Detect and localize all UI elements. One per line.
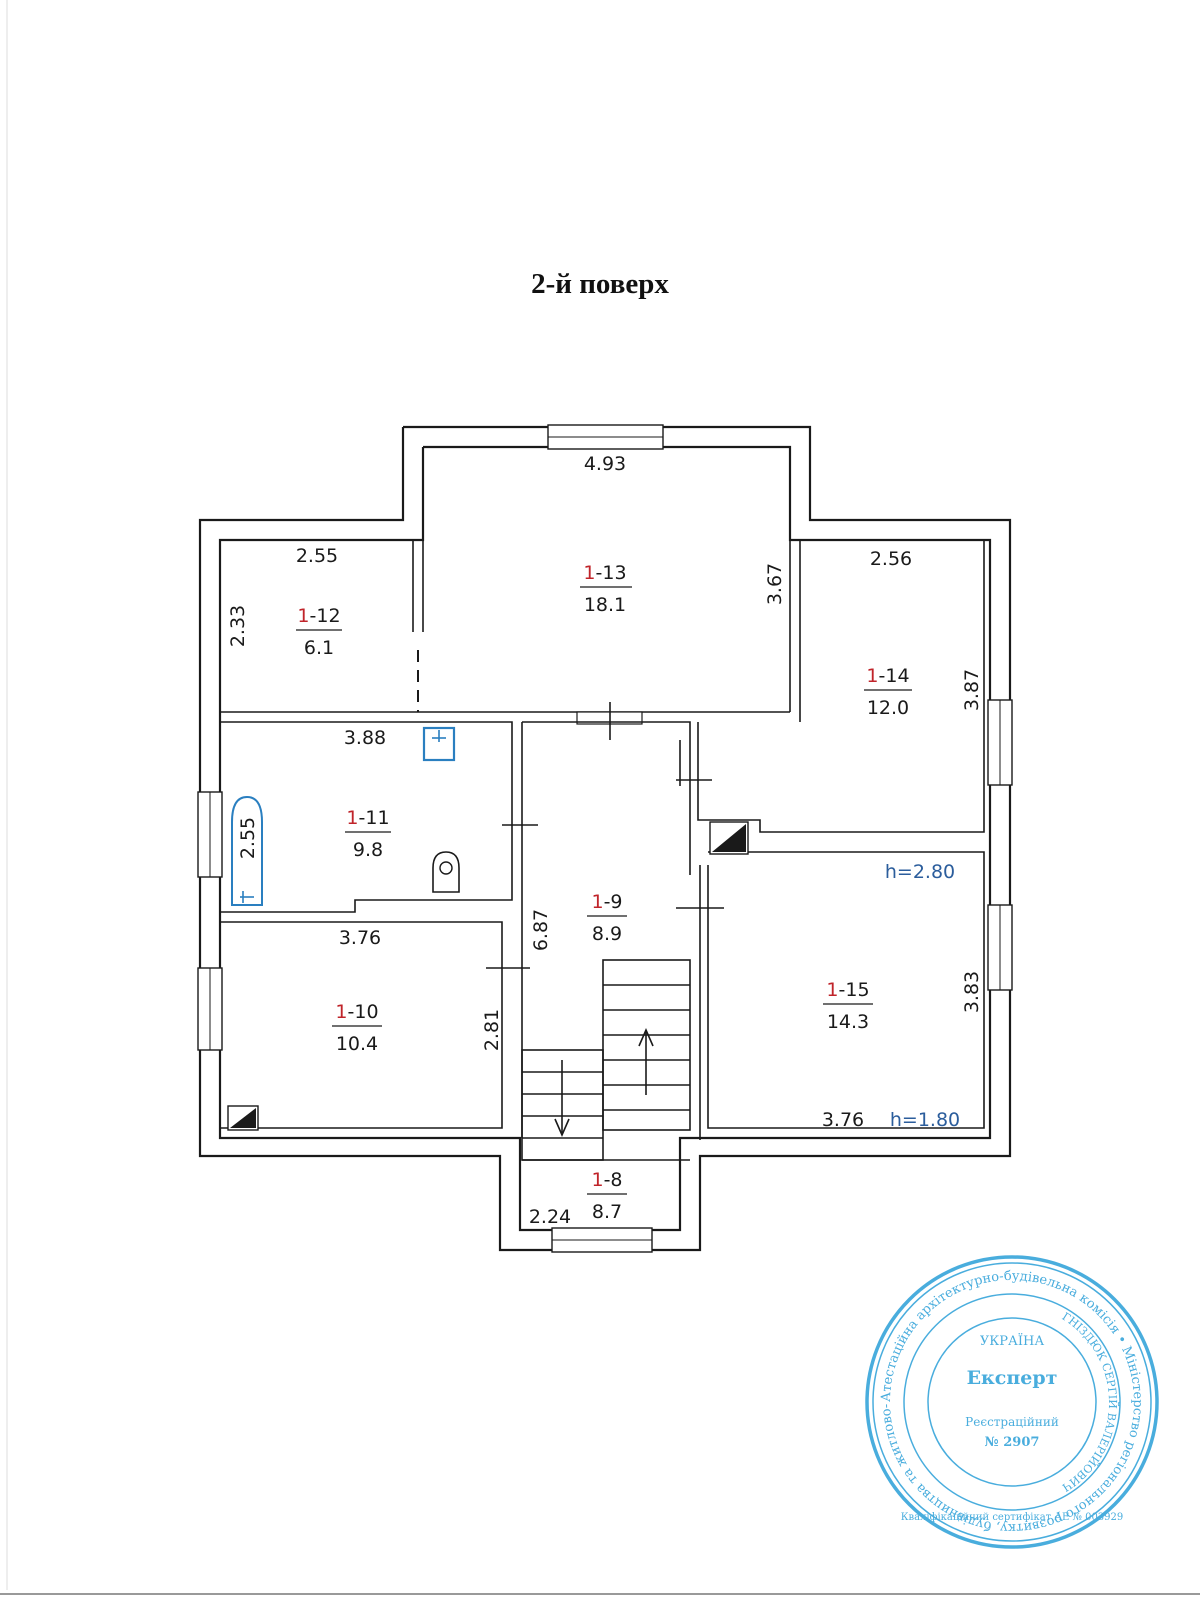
svg-text:10.4: 10.4: [336, 1033, 378, 1055]
svg-text:1-13: 1-13: [583, 562, 626, 584]
staircase: [521, 959, 691, 1161]
svg-text:1-9: 1-9: [591, 891, 622, 913]
svg-text:2.81: 2.81: [481, 1009, 503, 1051]
svg-text:2.24: 2.24: [529, 1206, 571, 1228]
svg-text:3.87: 3.87: [961, 669, 983, 711]
svg-text:4.93: 4.93: [584, 453, 626, 475]
svg-text:Реєстраційний: Реєстраційний: [965, 1415, 1059, 1429]
sink-icon: [422, 726, 456, 762]
svg-text:1-8: 1-8: [591, 1169, 622, 1191]
svg-text:УКРАЇНА: УКРАЇНА: [980, 1332, 1045, 1349]
windows: [197, 424, 1013, 1253]
svg-text:1-15: 1-15: [826, 979, 869, 1001]
svg-text:3.83: 3.83: [961, 971, 983, 1013]
svg-text:6.1: 6.1: [304, 637, 334, 659]
toilet-icon: [432, 851, 460, 893]
svg-text:3.67: 3.67: [764, 563, 786, 605]
room-label-1-15: 1-15 14.3: [823, 979, 873, 1033]
svg-text:2.33: 2.33: [227, 605, 249, 647]
bathtub-icon: [231, 795, 263, 906]
svg-text:1-10: 1-10: [335, 1001, 378, 1023]
svg-text:2.55: 2.55: [296, 545, 338, 567]
svg-text:1-12: 1-12: [297, 605, 340, 627]
svg-text:3.76: 3.76: [339, 927, 381, 949]
room-label-1-12: 1-12 6.1: [296, 605, 342, 659]
room-label-1-8: 1-8 8.7: [587, 1169, 627, 1223]
floor-title: 2-й поверх: [531, 268, 669, 300]
svg-text:Експерт: Експерт: [967, 1367, 1058, 1389]
svg-text:18.1: 18.1: [584, 594, 626, 616]
svg-text:9.8: 9.8: [353, 839, 383, 861]
svg-text:Кваліфікаційний сертифікат АЕ: Кваліфікаційний сертифікат АЕ № 003929: [901, 1512, 1124, 1523]
svg-text:14.3: 14.3: [827, 1011, 869, 1033]
height-labels: h=2.80 h=1.80: [885, 861, 960, 1131]
page-bottom-border: [0, 1593, 1200, 1595]
svg-text:3.76: 3.76: [822, 1109, 864, 1131]
svg-text:h=1.80: h=1.80: [890, 1109, 960, 1131]
svg-text:h=2.80: h=2.80: [885, 861, 955, 883]
dimension-labels: 4.93 2.55 2.33 3.67 2.56 3.87 3.88 2.55 …: [227, 453, 983, 1228]
svg-text:3.88: 3.88: [344, 727, 386, 749]
svg-text:1-11: 1-11: [346, 807, 389, 829]
svg-text:8.9: 8.9: [592, 923, 622, 945]
room-label-1-13: 1-13 18.1: [580, 562, 632, 616]
svg-text:2.55: 2.55: [237, 817, 259, 859]
room-label-1-11: 1-11 9.8: [345, 807, 391, 861]
ventilation-shafts: [227, 821, 749, 1131]
room-label-1-9: 1-9 8.9: [587, 891, 627, 945]
svg-text:12.0: 12.0: [867, 697, 909, 719]
interior-walls: [220, 539, 985, 1140]
svg-text:6.87: 6.87: [530, 909, 552, 951]
svg-text:Атестаційна архітектурно-будів: Атестаційна архітектурно-будівельна комі…: [0, 0, 1145, 1535]
svg-text:8.7: 8.7: [592, 1201, 622, 1223]
room-label-1-10: 1-10 10.4: [332, 1001, 382, 1055]
svg-text:№ 2907: № 2907: [985, 1435, 1040, 1450]
svg-text:1-14: 1-14: [866, 665, 909, 687]
svg-text:2.56: 2.56: [870, 548, 912, 570]
page-edge-shadow: [6, 0, 8, 1590]
room-label-1-14: 1-14 12.0: [864, 665, 912, 719]
